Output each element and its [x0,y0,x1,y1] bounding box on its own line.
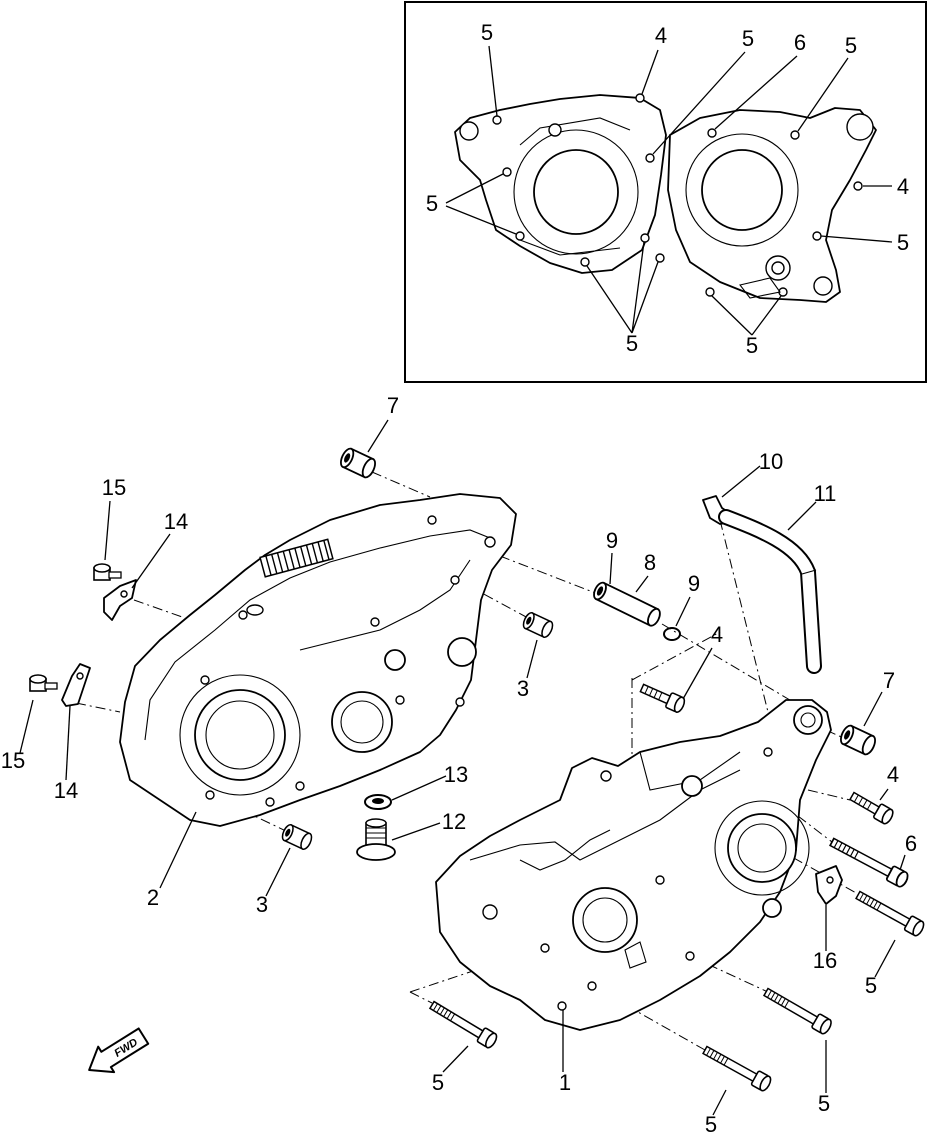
callout-9: 9 [606,528,618,553]
inset-callout-4: 4 [897,174,909,199]
bolt-4-right [847,788,896,827]
callout-14: 14 [54,778,78,803]
callout-5: 5 [865,973,877,998]
bushing-3-upper [520,610,556,640]
cooling-fins [259,538,334,578]
bolt-5-bottom [700,1042,774,1094]
callout-8: 8 [644,550,656,575]
inset-right-case-half [655,107,877,303]
bolt-15-lower [29,674,58,692]
callout-7: 7 [387,393,399,418]
inset-callout-5: 5 [481,20,493,45]
inset-leader-lines [445,45,893,336]
pipe-8 [593,581,661,627]
inset-panel: 5 4 5 6 5 5 4 5 5 5 [404,1,927,383]
bracket-14-lower [61,663,91,707]
callout-4: 4 [887,762,899,787]
loose-parts [29,445,927,1094]
callout-9: 9 [688,571,700,596]
callout-16: 16 [813,948,837,973]
callout-11: 11 [814,481,837,506]
inset-callout-labels: 5 4 5 6 5 5 4 5 5 5 [426,20,909,358]
forward-arrow-icon: FWD [88,1027,150,1074]
drain-plug-12 [356,818,396,861]
inset-callout-5: 5 [426,191,438,216]
callout-12: 12 [442,809,466,834]
left-crankcase [119,493,517,827]
inset-callout-4: 4 [655,23,667,48]
bushing-7-right [837,722,879,758]
inset-callout-5: 5 [626,331,638,356]
inset-callout-5: 5 [742,26,754,51]
bolt-5-lower-left [427,997,500,1051]
bracket-16 [815,865,843,905]
callout-7: 7 [883,668,895,693]
bolt-4-upper [637,679,688,715]
bolt-5-lower-right [761,984,835,1037]
callout-5: 5 [705,1112,717,1136]
inset-frame [404,1,927,383]
right-crankcase [435,699,832,1031]
inset-callout-5: 5 [746,333,758,358]
inset-left-case-half [454,93,667,274]
callout-5: 5 [818,1091,830,1116]
bushing-7-upper [337,445,379,481]
callout-4: 4 [711,622,723,647]
bracket-14-upper [103,579,137,621]
hose-11 [718,509,822,674]
inset-callout-5: 5 [845,33,857,58]
bolt-5-right [853,887,927,939]
washer-13 [364,794,392,810]
callout-6: 6 [905,831,917,856]
inset-callout-5: 5 [897,230,909,255]
bushing-3-lower [279,822,315,852]
callout-3: 3 [256,892,268,917]
bolt-15-upper [93,563,122,581]
callout-13: 13 [444,762,468,787]
o-ring-9 [663,627,681,641]
callout-2: 2 [147,885,159,910]
inset-callout-6: 6 [794,30,806,55]
callout-labels: 7 10 11 15 14 9 8 9 3 4 7 15 14 13 4 12 … [1,393,917,1136]
callout-10: 10 [759,449,783,474]
callout-15: 15 [102,475,126,500]
callout-5: 5 [432,1070,444,1095]
callout-1: 1 [559,1070,571,1095]
callout-leader-lines [19,419,906,1116]
callout-15: 15 [1,748,25,773]
callout-14: 14 [164,509,188,534]
callout-3: 3 [517,676,529,701]
